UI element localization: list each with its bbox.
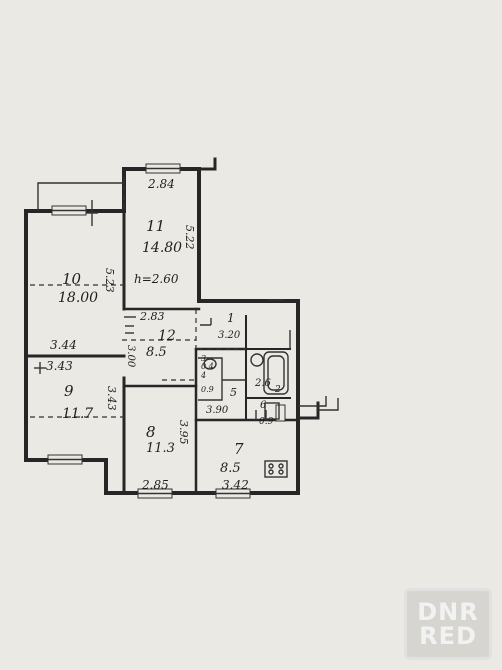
room-number-3: 3	[201, 354, 206, 363]
room-area-1: 3.20	[218, 330, 241, 341]
room-area-3: 0.4	[201, 362, 214, 371]
room-number-1: 1	[227, 311, 235, 325]
room-area-4: 0.9	[201, 385, 214, 394]
room-area-9: 11.7	[62, 406, 93, 422]
interior-walls	[24, 209, 300, 495]
dimension-label: 3.43	[46, 359, 73, 373]
dashed-dividers	[30, 176, 246, 418]
room-number-5: 5	[230, 386, 237, 399]
stove	[264, 460, 288, 478]
room-number-6: 6	[260, 400, 267, 411]
watermark-logo: DNR RED	[404, 588, 492, 660]
dimension-label: 5.23	[103, 268, 116, 293]
room-number-2: 2	[274, 385, 281, 395]
dimension-label: 3.42	[222, 478, 249, 492]
windows	[47, 163, 286, 499]
room-area-11: 14.80	[142, 240, 182, 256]
room-number-8: 8	[146, 423, 156, 441]
fixtures	[203, 351, 289, 478]
room-area-5: 3.90	[206, 405, 229, 416]
room-number-4: 4	[200, 371, 206, 380]
room-area-2: 0.9	[259, 417, 274, 427]
dimension-label: 3.95	[177, 420, 190, 445]
bathtub	[263, 351, 289, 395]
sink	[264, 402, 280, 420]
dimension-label: 3.43	[105, 386, 118, 411]
watermark-line-1: DNR	[417, 598, 479, 626]
room-areas: 14.80 18.00 11.7 8.5 11.3 3.20 8.5 3.90 …	[58, 240, 274, 476]
dimension-label: 3.44	[50, 338, 77, 352]
room-area-6: 2.6	[254, 378, 272, 389]
room-number-9: 9	[64, 382, 74, 400]
dimension-label: 5.22	[183, 225, 196, 250]
room-area-8: 11.3	[146, 441, 175, 456]
markers	[34, 200, 136, 374]
dimension-label: 2.85	[141, 478, 169, 492]
room-area-10: 18.00	[58, 290, 98, 306]
washbasin	[250, 353, 264, 367]
watermark-line-2: RED	[419, 622, 477, 650]
room-number-11: 11	[146, 217, 165, 235]
toilet	[203, 358, 217, 370]
room-number-7: 7	[234, 440, 244, 458]
room-number-10: 10	[62, 270, 82, 288]
dimension-label: 2.84	[147, 177, 175, 191]
room-numbers: 11 10 9 12 8 1 7 5 6 2 3 4	[62, 217, 281, 458]
room-area-12: 8.5	[146, 345, 167, 360]
room-area-7: 8.5	[220, 461, 241, 476]
dimensions: 2.84 5.22 5.23 3.44 3.43 3.43 2.83 3.00 …	[46, 177, 249, 492]
room-number-12: 12	[158, 328, 176, 344]
dimension-label: 3.00	[125, 345, 136, 368]
window	[275, 404, 286, 422]
dimension-label: 2.83	[139, 310, 165, 323]
ceiling-height-note: h=2.60	[134, 272, 179, 286]
